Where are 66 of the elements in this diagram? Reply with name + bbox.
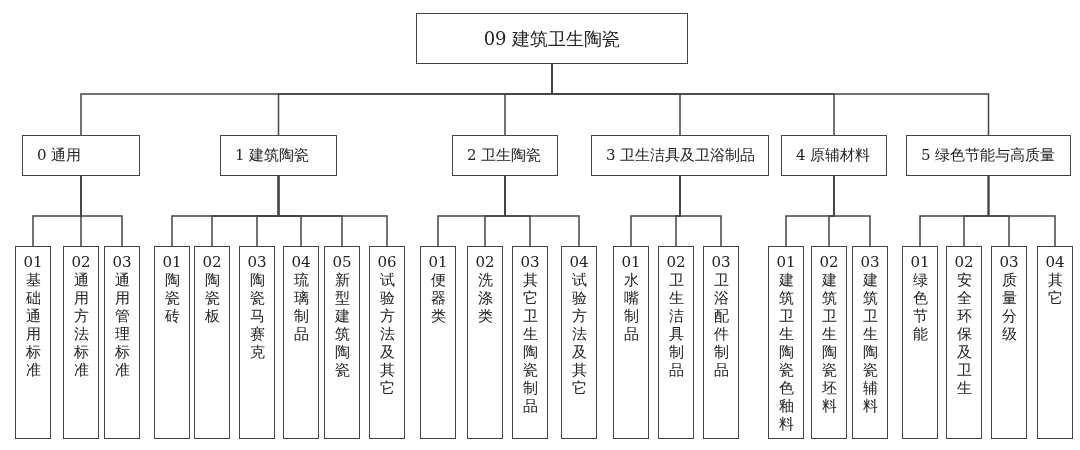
category-box bbox=[22, 135, 140, 176]
category-box bbox=[906, 135, 1071, 176]
item-label: 03 质量分级 bbox=[998, 253, 1020, 343]
item-label: 02 洗涤类 bbox=[474, 253, 496, 325]
item-label: 05 新型建筑陶瓷 bbox=[331, 253, 353, 379]
category-box bbox=[452, 135, 558, 176]
item-box bbox=[902, 246, 938, 439]
connector-line bbox=[679, 175, 722, 247]
item-label: 02 建筑卫生陶瓷坯料 bbox=[818, 253, 840, 415]
item-label: 02 通用方法标准 bbox=[70, 253, 92, 379]
item-box bbox=[703, 246, 739, 439]
item-box bbox=[946, 246, 982, 439]
category-label: 2 卫生陶瓷 bbox=[467, 145, 542, 166]
category-box bbox=[591, 135, 769, 176]
item-box bbox=[63, 246, 99, 439]
item-box bbox=[512, 246, 548, 439]
item-box bbox=[561, 246, 597, 439]
item-label: 02 陶瓷板 bbox=[201, 253, 223, 325]
category-label: 4 原辅材料 bbox=[796, 145, 871, 166]
item-box bbox=[369, 246, 405, 439]
title-box bbox=[416, 13, 688, 64]
item-box bbox=[852, 246, 888, 439]
item-label: 04 其它 bbox=[1044, 253, 1066, 307]
connector-line bbox=[833, 175, 871, 247]
item-label: 03 其它卫生陶瓷制品 bbox=[519, 253, 541, 415]
item-box bbox=[283, 246, 319, 439]
item-label: 06 试验方法及其它 bbox=[376, 253, 398, 397]
item-box bbox=[239, 246, 275, 439]
item-box bbox=[613, 246, 649, 439]
item-box bbox=[991, 246, 1027, 439]
category-label: 5 绿色节能与高质量 bbox=[921, 145, 1056, 166]
category-label: 3 卫生洁具及卫浴制品 bbox=[606, 145, 756, 166]
item-label: 02 卫生洁具制品 bbox=[665, 253, 687, 379]
category-label: 0 通用 bbox=[37, 145, 82, 166]
item-label: 03 卫浴配件制品 bbox=[710, 253, 732, 379]
item-label: 04 琉璃制品 bbox=[290, 253, 312, 343]
item-box bbox=[768, 246, 804, 439]
title-text: 09 建筑卫生陶瓷 bbox=[482, 26, 622, 51]
item-label: 01 便器类 bbox=[427, 253, 449, 325]
category-box bbox=[220, 135, 337, 176]
item-box bbox=[15, 246, 51, 439]
item-label: 01 基础通用标准 bbox=[22, 253, 44, 379]
item-box bbox=[420, 246, 456, 439]
connector-line bbox=[987, 175, 1056, 247]
item-label: 04 试验方法及其它 bbox=[568, 253, 590, 397]
category-label: 1 建筑陶瓷 bbox=[235, 145, 310, 166]
item-box bbox=[194, 246, 230, 439]
item-box bbox=[1037, 246, 1073, 439]
connector-line bbox=[504, 175, 580, 247]
item-label: 03 建筑卫生陶瓷辅料 bbox=[859, 253, 881, 415]
item-box bbox=[154, 246, 190, 439]
connector-line bbox=[80, 175, 123, 247]
item-label: 01 建筑卫生陶瓷色釉料 bbox=[775, 253, 797, 433]
item-label: 03 通用管理标准 bbox=[111, 253, 133, 379]
item-label: 01 绿色节能 bbox=[909, 253, 931, 343]
item-box bbox=[324, 246, 360, 439]
item-box bbox=[658, 246, 694, 439]
category-box bbox=[781, 135, 887, 176]
item-label: 03 陶瓷马赛克 bbox=[246, 253, 268, 361]
item-label: 01 水嘴制品 bbox=[620, 253, 642, 343]
item-box bbox=[467, 246, 503, 439]
connector-line bbox=[277, 175, 388, 247]
item-label: 02 安全环保及卫生 bbox=[953, 253, 975, 397]
item-box bbox=[104, 246, 140, 439]
item-label: 01 陶瓷砖 bbox=[161, 253, 183, 325]
item-box bbox=[811, 246, 847, 439]
